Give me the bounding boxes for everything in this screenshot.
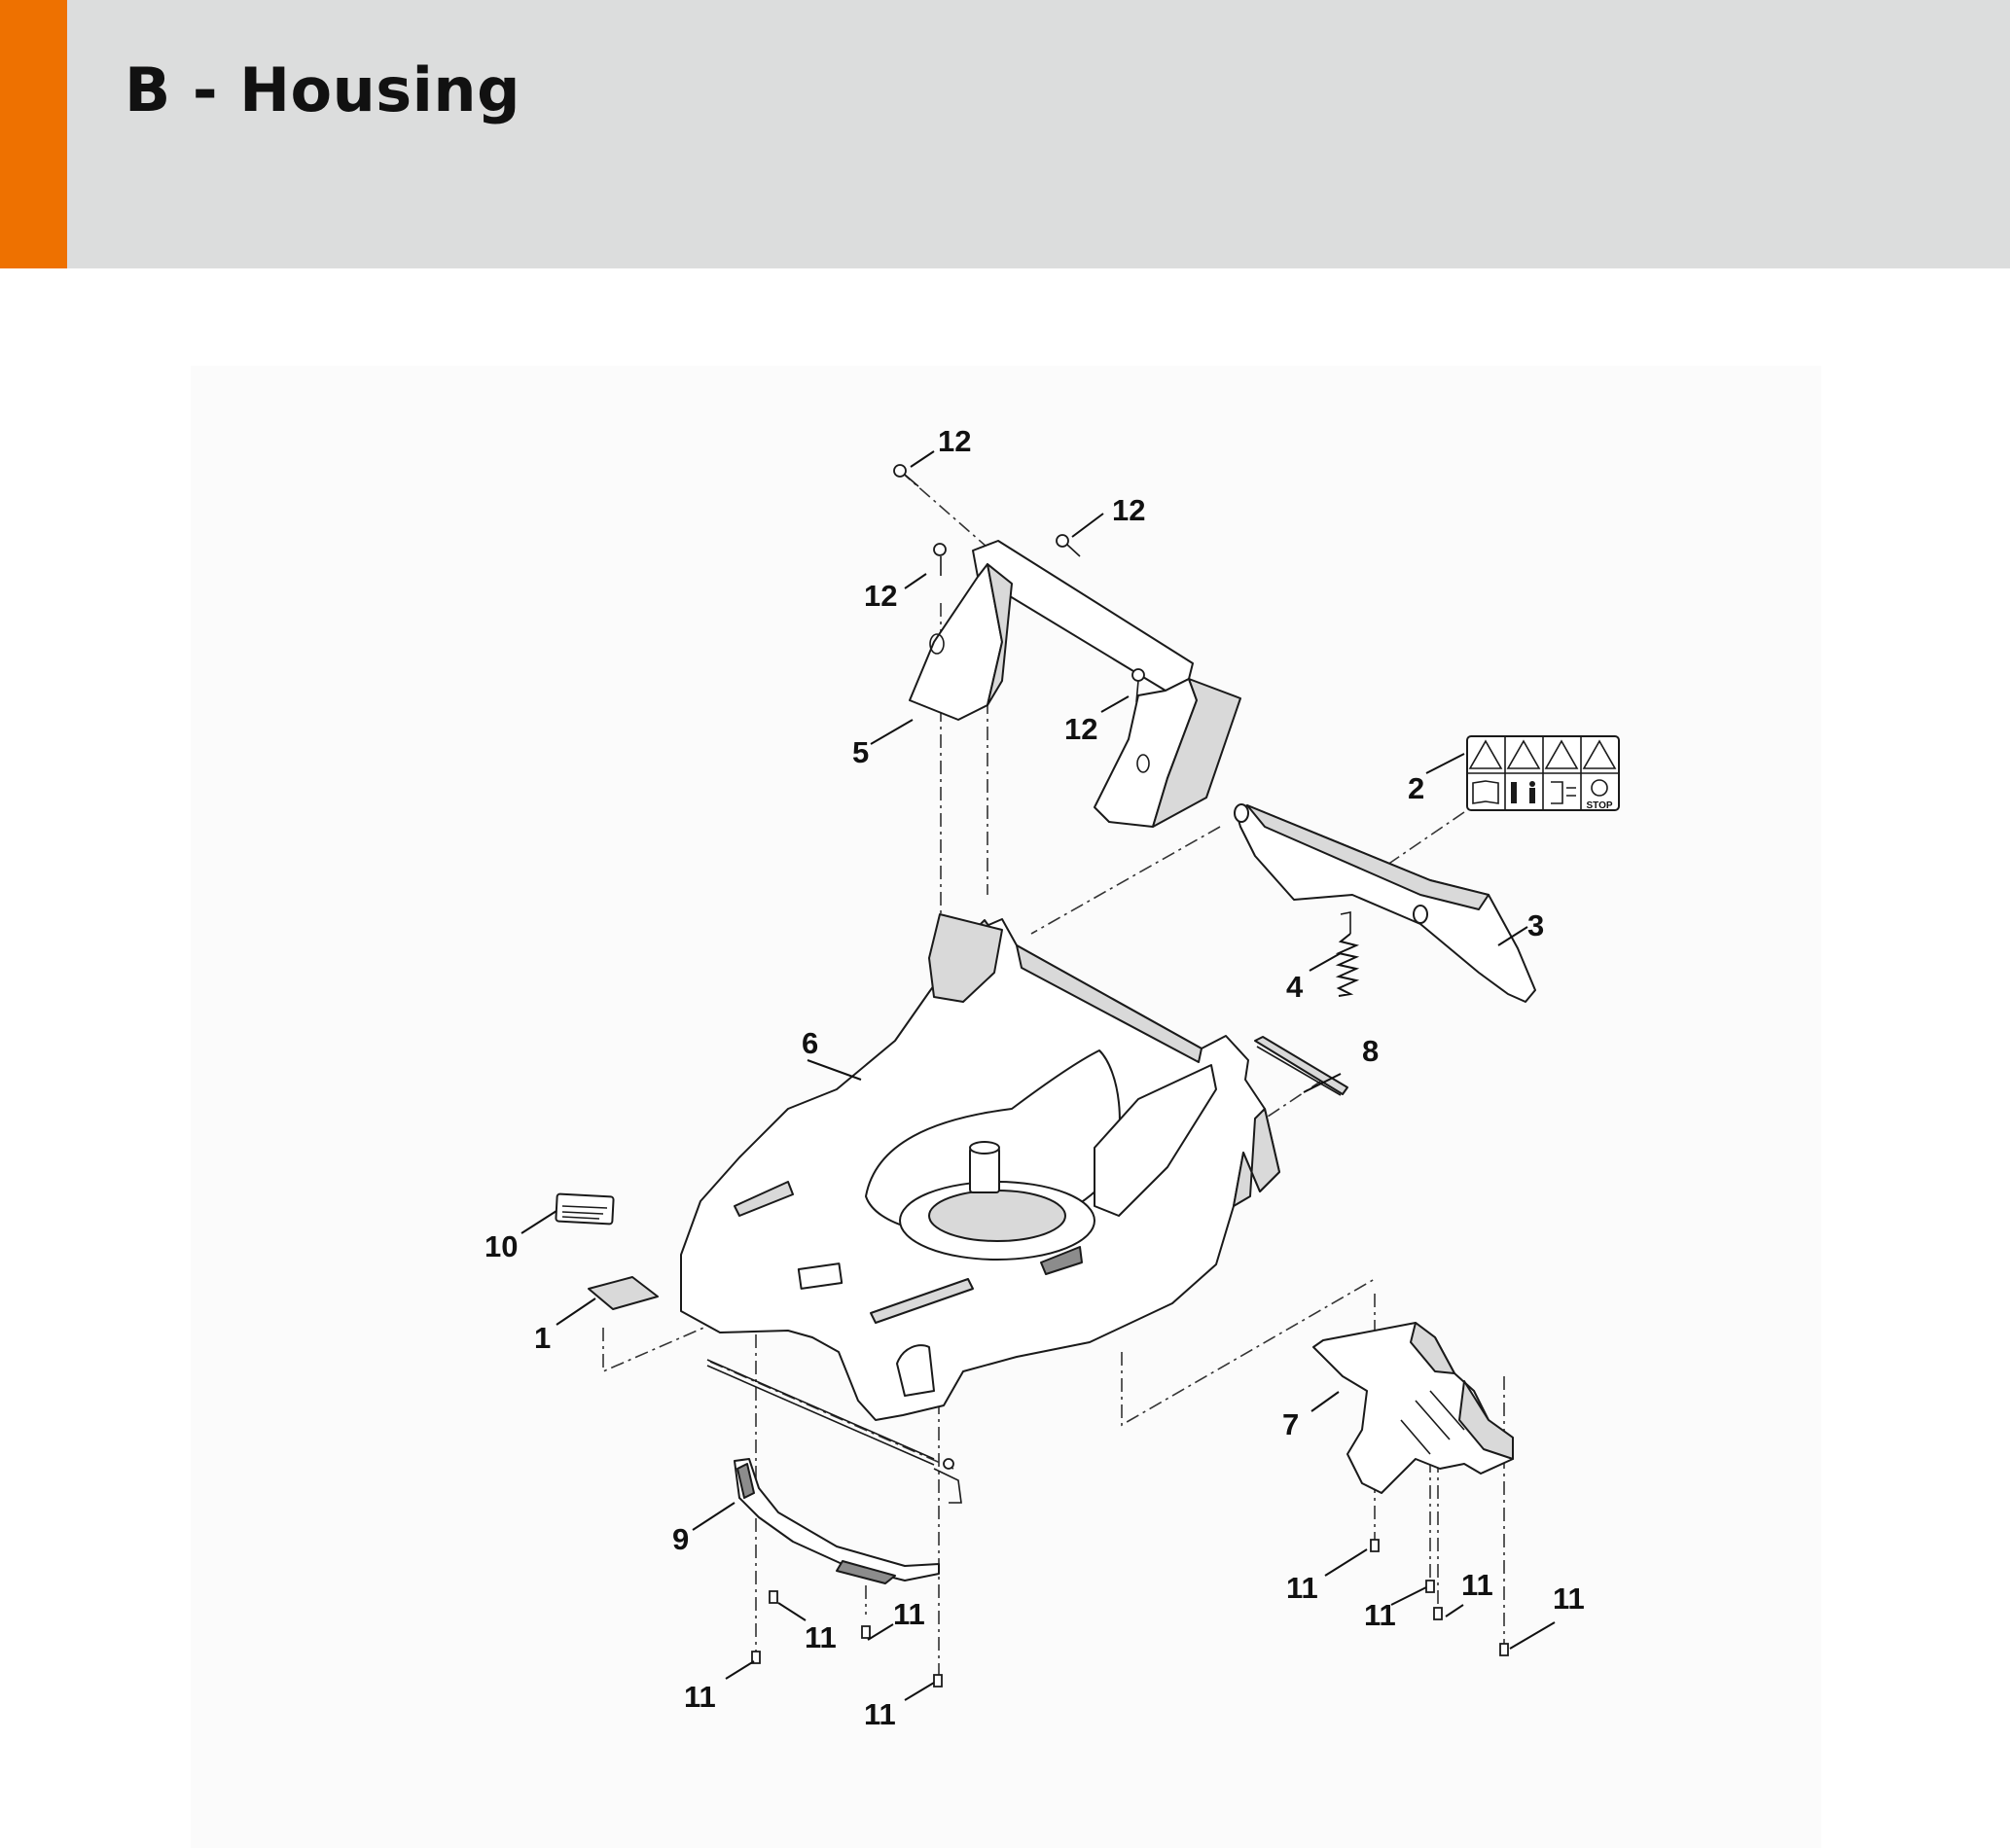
callout-11: 11 [1286, 1571, 1318, 1605]
part-safety-label: STOP [1466, 735, 1620, 811]
person-distance-icon [1511, 781, 1535, 803]
part-front-bracket [734, 1458, 940, 1584]
stop-blade-icon: STOP [1586, 779, 1613, 811]
callout-10: 10 [485, 1229, 518, 1263]
screw-icon [1425, 1580, 1435, 1593]
callout-11: 11 [684, 1680, 716, 1714]
screw-icon [1131, 668, 1145, 703]
screw-icon [1433, 1607, 1443, 1620]
callout-5: 5 [852, 735, 869, 769]
callout-11: 11 [805, 1620, 837, 1654]
callout-7: 7 [1282, 1407, 1299, 1441]
unplug-icon [1551, 781, 1576, 804]
part-rear-flap [1234, 803, 1536, 1003]
callout-12: 12 [1112, 493, 1145, 527]
part-rear-deflector [1312, 1322, 1514, 1494]
callout-12: 12 [864, 579, 897, 613]
callout-11: 11 [893, 1597, 925, 1631]
accent-bar [0, 0, 67, 268]
callout-11: 11 [1553, 1581, 1585, 1616]
part-main-housing [680, 913, 1280, 1421]
page-header: B - Housing [0, 0, 2010, 268]
part-flat-label [588, 1276, 659, 1310]
callout-11: 11 [1461, 1568, 1493, 1602]
callout-3: 3 [1527, 908, 1544, 942]
screw-icon [861, 1625, 871, 1639]
callout-8: 8 [1362, 1034, 1379, 1068]
screw-icon [769, 1590, 778, 1604]
callouts: 12 12 12 12 5 2 3 4 6 8 10 1 7 9 11 11 1… [485, 424, 1585, 1731]
screw-icon [933, 543, 947, 576]
callout-1: 1 [534, 1321, 551, 1355]
stop-text: STOP [1586, 800, 1612, 811]
callout-11: 11 [1364, 1598, 1396, 1632]
screws-12 [893, 464, 1145, 703]
screw-icon [751, 1651, 761, 1664]
callout-6: 6 [802, 1026, 818, 1060]
callout-12: 12 [1064, 712, 1097, 746]
part-handle-bracket [909, 540, 1241, 828]
screw-icon [933, 1674, 943, 1688]
warning-triangle-icon [1468, 739, 1617, 769]
page-title: B - Housing [125, 54, 520, 125]
screw-icon [1370, 1539, 1380, 1552]
callout-12: 12 [938, 424, 971, 458]
callout-4: 4 [1286, 970, 1304, 1004]
callout-2: 2 [1408, 771, 1424, 805]
leader-lines [520, 450, 1556, 1701]
callout-11: 11 [864, 1697, 896, 1731]
part-axle [706, 1359, 962, 1504]
part-rating-plate [555, 1192, 615, 1226]
screw-icon [893, 464, 919, 487]
screws-11 [751, 1539, 1509, 1688]
screw-icon [1056, 534, 1081, 557]
callout-9: 9 [672, 1522, 689, 1556]
part-rail [1254, 1036, 1348, 1096]
part-spring [1335, 911, 1360, 997]
screw-icon [1499, 1643, 1509, 1656]
manual-icon [1472, 780, 1499, 804]
